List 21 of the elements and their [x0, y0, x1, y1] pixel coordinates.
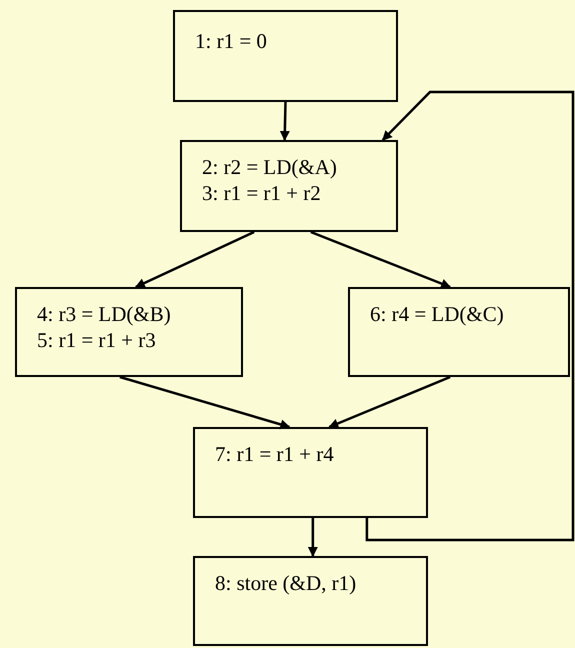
statement-text: 6: r4 = LD(&C) [370, 301, 504, 327]
code-block [348, 287, 570, 377]
arrow [280, 102, 290, 141]
code-block [180, 140, 398, 232]
code-block [173, 10, 398, 102]
statement-text: 7: r1 = r1 + r4 [215, 441, 334, 467]
arrow [134, 230, 255, 288]
statement-text: 1: r1 = 0 [195, 28, 267, 54]
statement-text: 2: r2 = LD(&A) [202, 154, 337, 180]
code-block [193, 556, 428, 646]
arrow [366, 90, 574, 542]
statement-text: 3: r1 = r1 + r2 [202, 180, 321, 206]
arrow [120, 376, 290, 430]
arrow [308, 518, 318, 557]
statement-text: 8: store (&D, r1) [215, 570, 356, 596]
statement-text: 5: r1 = r1 + r3 [37, 327, 156, 353]
arrow [328, 376, 451, 428]
arrow [310, 230, 452, 288]
code-block [15, 287, 243, 377]
code-block [193, 427, 428, 518]
statement-text: 4: r3 = LD(&B) [37, 301, 171, 327]
